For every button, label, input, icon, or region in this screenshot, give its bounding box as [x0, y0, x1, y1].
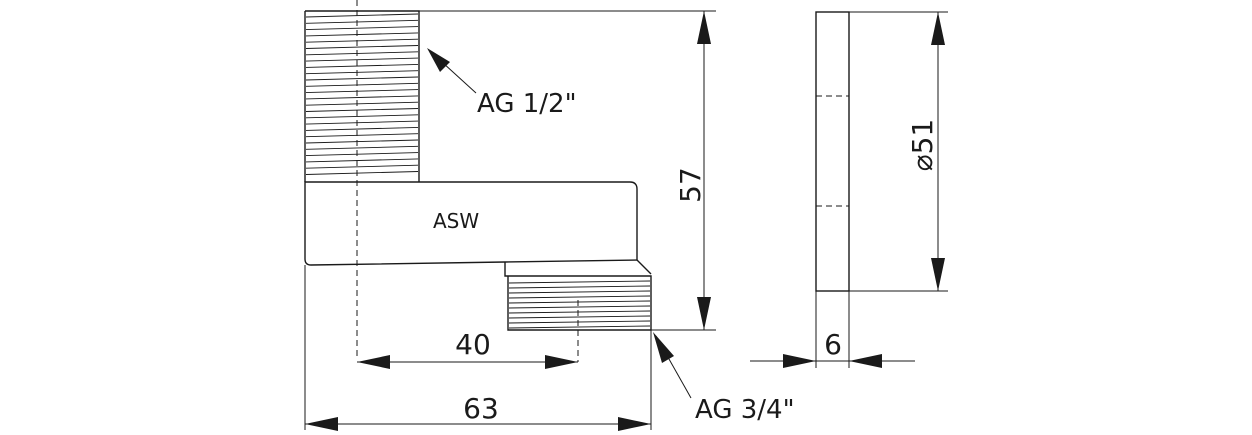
- arrow-head: [618, 417, 651, 431]
- hatch-line: [305, 45, 419, 49]
- hatch-line: [305, 82, 419, 87]
- hatch-line: [305, 19, 419, 24]
- side-view-outline: [815, 11, 850, 292]
- hatch-line: [305, 70, 419, 75]
- hatch-line: [305, 32, 419, 37]
- arrow-head: [305, 417, 338, 431]
- arrow-head: [783, 354, 816, 368]
- arrow-head: [653, 332, 674, 363]
- callout-bottom-thread: AG 3/4": [653, 332, 795, 425]
- arrow-head: [697, 297, 711, 330]
- arrow-head: [697, 11, 711, 44]
- hatch-line: [305, 108, 419, 112]
- hatch-line: [305, 114, 419, 119]
- hatch-line: [508, 325, 651, 329]
- upper-thread-hatch: [305, 13, 419, 175]
- arrow-head: [545, 355, 578, 369]
- dimension-height: 57: [419, 10, 716, 331]
- hatch-line: [305, 63, 419, 68]
- hatch-line: [305, 133, 419, 138]
- dimension-thickness: 6: [750, 291, 915, 368]
- lower-thread-hatch: [508, 280, 651, 329]
- hatch-line: [305, 145, 419, 150]
- part-label: ASW: [433, 209, 479, 233]
- hatch-line: [305, 120, 419, 125]
- hatch-line: [305, 57, 419, 62]
- hatch-line: [305, 171, 419, 175]
- callout-top-thread: AG 1/2": [427, 48, 577, 119]
- arrow-head: [931, 258, 945, 291]
- hatch-line: [305, 152, 419, 157]
- lower-thread-outline: [504, 259, 652, 331]
- hatch-line: [508, 315, 651, 319]
- hatch-line: [508, 285, 651, 289]
- hatch-line: [305, 101, 419, 106]
- hatch-line: [508, 290, 651, 294]
- hatch-line: [305, 158, 419, 163]
- hatch-line: [305, 95, 419, 100]
- side-view: [815, 11, 850, 292]
- dimension-height-label: 57: [674, 167, 707, 203]
- hatch-line: [508, 310, 651, 314]
- dimension-inner-width: 40: [357, 328, 578, 369]
- hatch-line: [305, 38, 419, 43]
- thread-bottom-label: AG 3/4": [695, 395, 795, 425]
- arrow-head: [931, 12, 945, 45]
- dimension-inner-width-label: 40: [455, 328, 491, 361]
- dimension-diameter-label: ⌀51: [906, 119, 939, 172]
- hatch-line: [305, 76, 419, 81]
- dimension-total-width-label: 63: [463, 392, 499, 425]
- dimension-total-width: 63: [304, 265, 652, 431]
- arrow-head: [849, 354, 882, 368]
- hatch-line: [305, 89, 419, 94]
- hatch-line: [508, 300, 651, 304]
- dimension-thickness-label: 6: [824, 328, 842, 361]
- thread-top-label: AG 1/2": [477, 89, 577, 119]
- hatch-line: [508, 320, 651, 324]
- hatch-line: [305, 139, 419, 144]
- hatch-line: [305, 13, 419, 18]
- hatch-line: [508, 280, 651, 284]
- front-view: ASW: [304, 0, 652, 362]
- hatch-line: [508, 295, 651, 299]
- arrow-head: [357, 355, 390, 369]
- body-block: [304, 181, 638, 266]
- arrow-head: [427, 48, 450, 72]
- hatch-line: [305, 126, 419, 131]
- hatch-line: [508, 305, 651, 309]
- hatch-line: [305, 26, 419, 31]
- hatch-line: [305, 51, 419, 56]
- dimension-diameter: ⌀51: [849, 11, 948, 292]
- hatch-line: [305, 164, 419, 169]
